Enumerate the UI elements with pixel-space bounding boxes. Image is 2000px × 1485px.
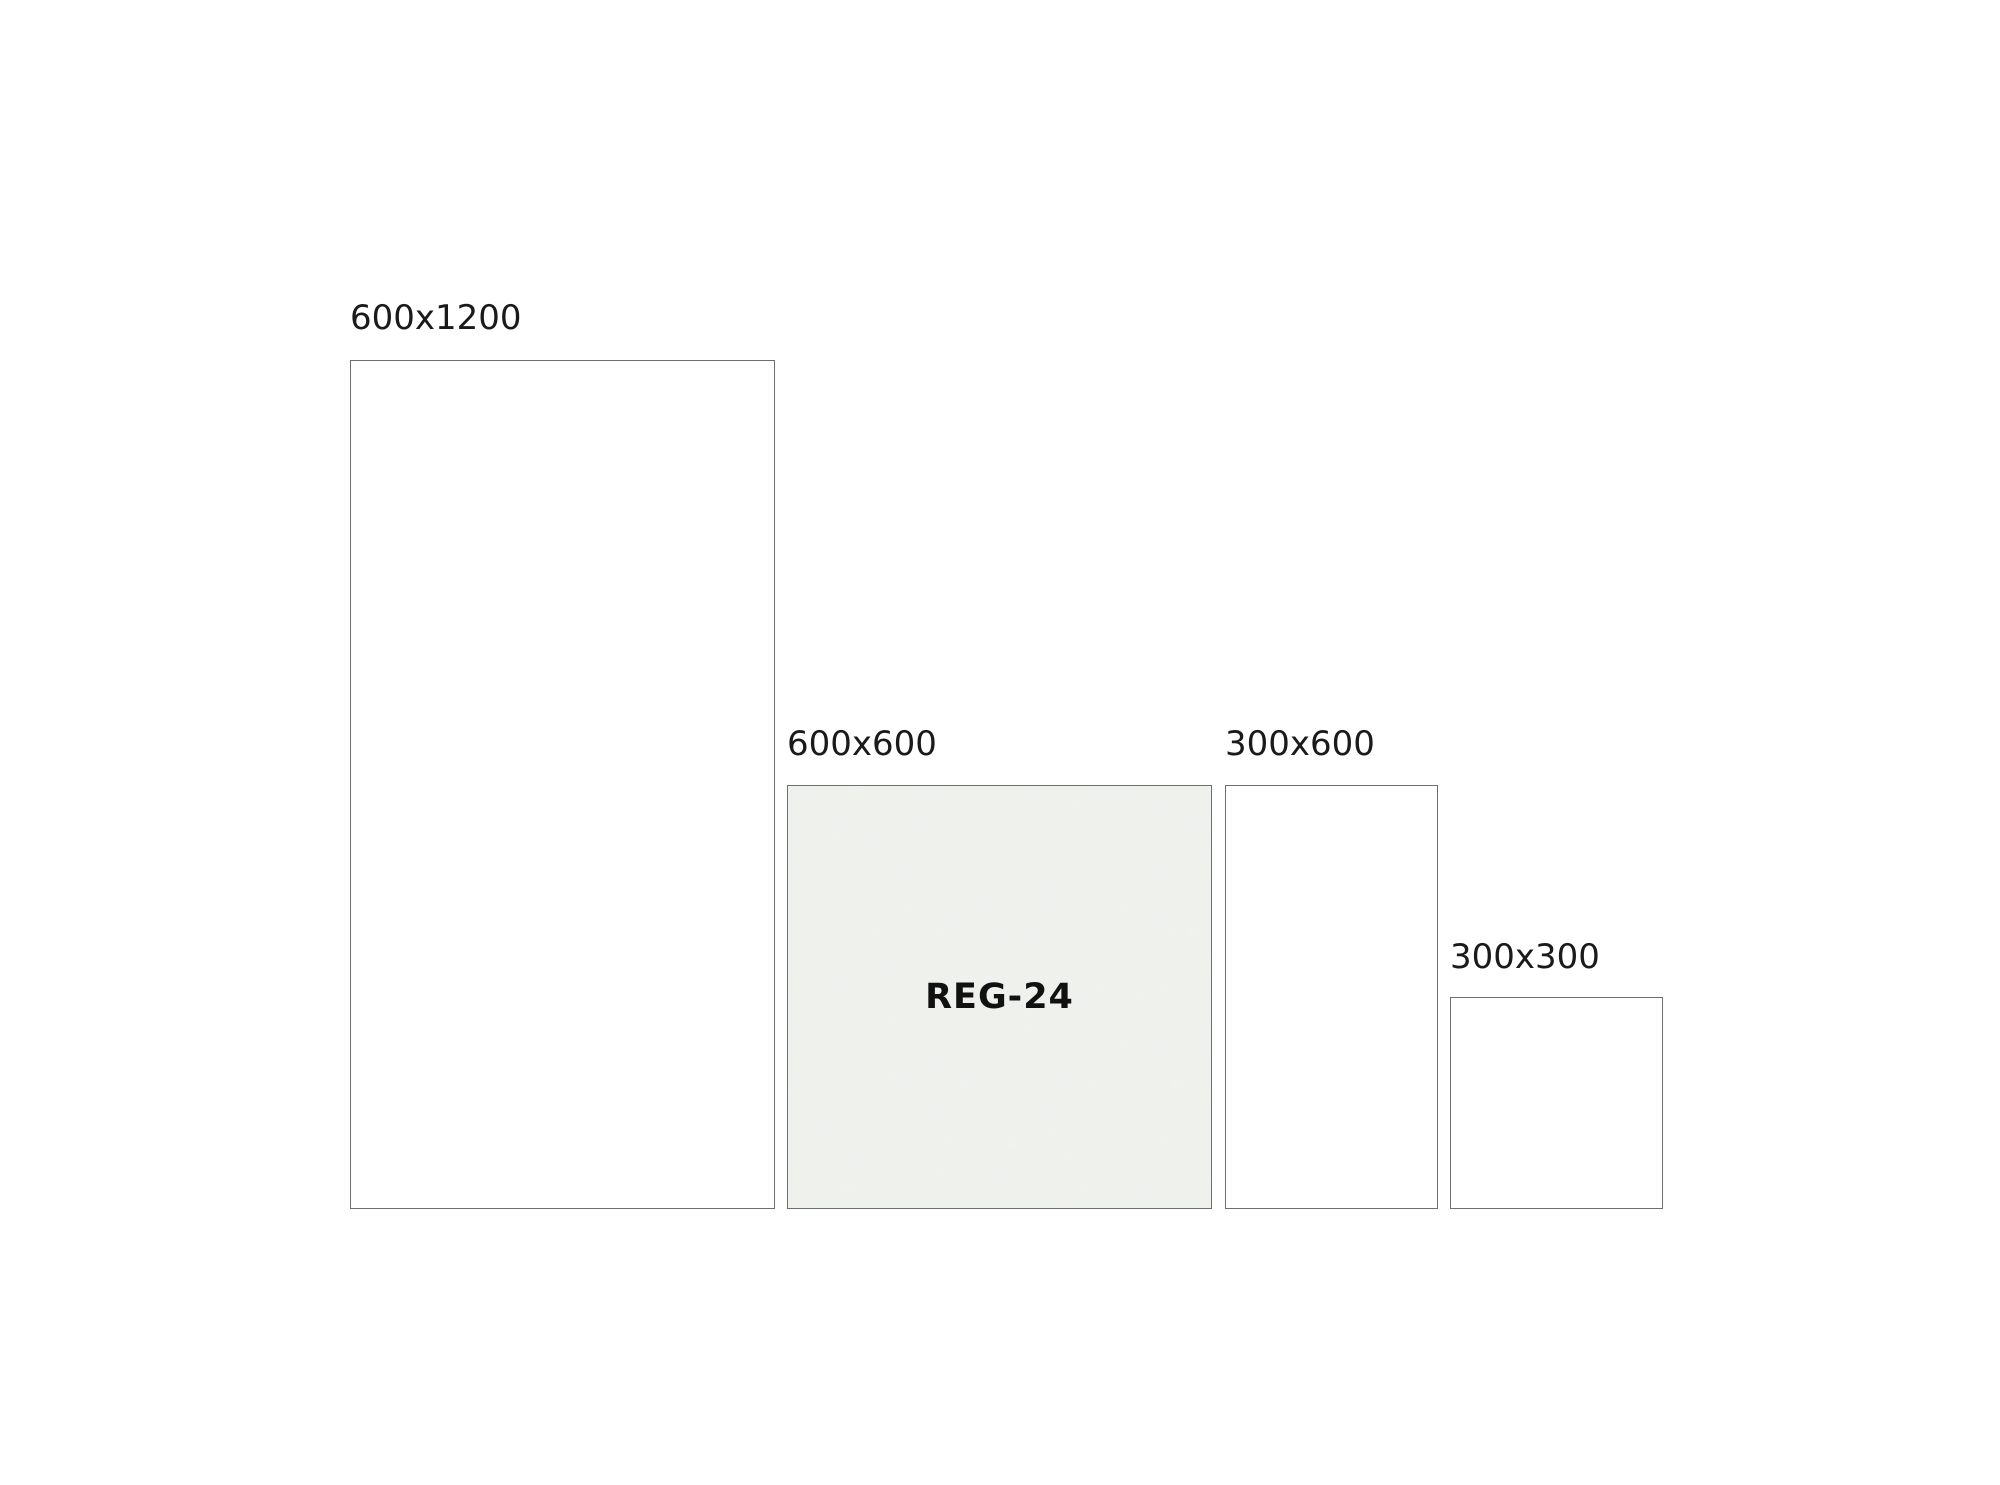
- size-label-300x600: 300x600: [1225, 724, 1375, 764]
- tile-outline-300x300: [1450, 997, 1663, 1209]
- size-label-600x600: 600x600: [787, 724, 937, 764]
- tile-outline-600x1200: [350, 360, 775, 1209]
- tile-code-label: REG-24: [925, 977, 1074, 1017]
- stone-texture-image: [788, 786, 1211, 1208]
- size-label-600x1200: 600x1200: [350, 298, 522, 338]
- size-label-300x300: 300x300: [1450, 937, 1600, 977]
- tile-sample-600x600: REG-24: [787, 785, 1212, 1209]
- tile-outline-300x600: [1225, 785, 1438, 1209]
